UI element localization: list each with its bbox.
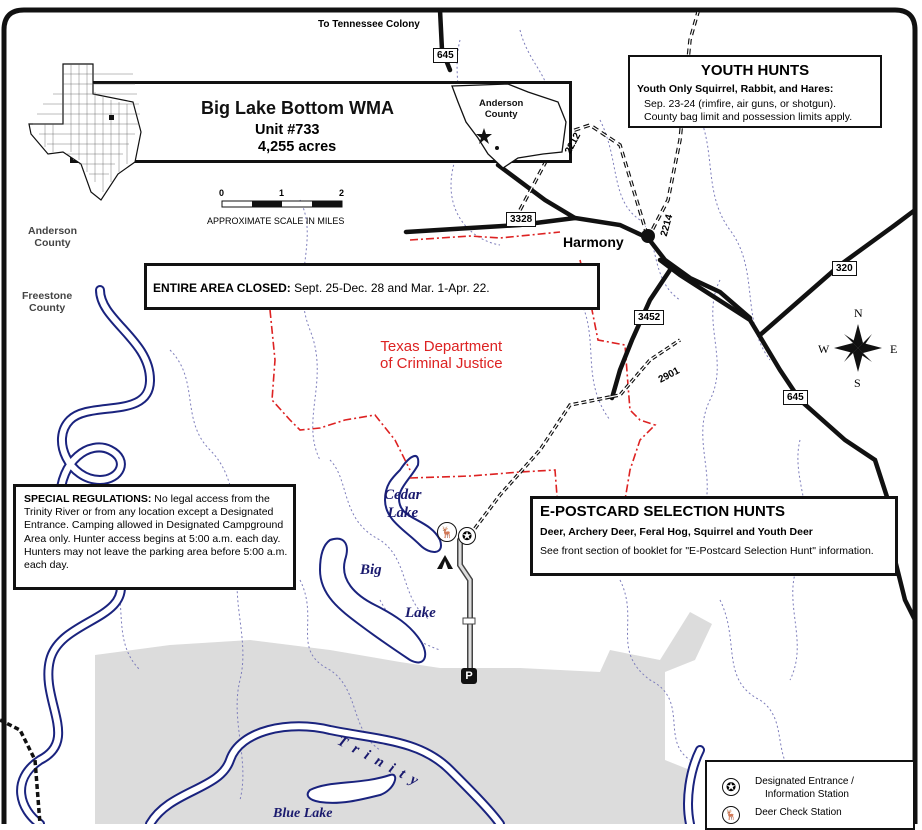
legend-entrance-line1: Designated Entrance / xyxy=(755,776,854,787)
compass-w: W xyxy=(818,342,830,356)
legend-entrance-line2: Information Station xyxy=(765,789,849,800)
deer-icon: 🦌 xyxy=(437,522,457,542)
map-frame xyxy=(1,7,918,824)
harmony-dot xyxy=(641,229,655,243)
legend-deer-icon: 🦌 xyxy=(722,806,740,824)
epostcard-species: Deer, Archery Deer, Feral Hog, Squirrel … xyxy=(540,526,813,538)
youth-hunts-limits: County bag limit and possession limits a… xyxy=(644,111,853,123)
big-lake-label-1: Big xyxy=(360,562,382,578)
road-shield-3452: 3452 xyxy=(634,310,665,325)
scale-label: APPROXIMATE SCALE IN MILES xyxy=(207,216,345,226)
wma-name: Big Lake Bottom WMA xyxy=(201,98,394,118)
road-shield-3328: 3328 xyxy=(506,212,537,227)
epostcard-info: See front section of booklet for "E-Post… xyxy=(540,545,874,557)
road-shield-320: 320 xyxy=(832,261,857,276)
anderson-county-inset xyxy=(451,83,567,169)
tennessee-colony-label: To Tennessee Colony xyxy=(318,19,420,30)
compass-s: S xyxy=(854,376,861,390)
tdcj-boundary xyxy=(269,231,657,501)
access-road xyxy=(457,537,473,675)
compass-e: E xyxy=(890,342,898,356)
special-regulations-text: No legal access from the Trinity River o… xyxy=(24,493,288,572)
special-regulations-box: SPECIAL REGULATIONS: No legal access fro… xyxy=(13,484,296,590)
lakes xyxy=(306,455,442,804)
legend-deer-check: Deer Check Station xyxy=(755,807,842,818)
scale-tick-0: 0 xyxy=(219,188,225,198)
scale-bar xyxy=(221,200,343,208)
closure-dates: Sept. 25-Dec. 28 and Mar. 1-Apr. 22. xyxy=(290,281,490,295)
legend-box: ✪ Designated Entrance / Information Stat… xyxy=(705,760,915,830)
parking-icon: P xyxy=(461,668,477,684)
closure-box: ENTIRE AREA CLOSED: Sept. 25-Dec. 28 and… xyxy=(144,263,600,310)
road-shield-645-right: 645 xyxy=(783,390,808,405)
big-lake-label-2: Lake xyxy=(405,605,436,621)
star-icon: ✪ xyxy=(458,527,476,545)
youth-hunts-heading: YOUTH HUNTS xyxy=(700,62,810,79)
youth-hunts-dates: Sep. 23-24 (rimfire, air guns, or shotgu… xyxy=(644,98,837,110)
youth-hunts-box: YOUTH HUNTS Youth Only Squirrel, Rabbit,… xyxy=(628,55,882,128)
special-regulations-label: SPECIAL REGULATIONS: xyxy=(24,493,152,505)
compass-n: N xyxy=(854,306,863,320)
road-shield-645-top: 645 xyxy=(433,48,458,63)
texas-inset-map xyxy=(28,63,142,201)
gate-marker xyxy=(462,617,476,625)
epostcard-box: E-POSTCARD SELECTION HUNTS Deer, Archery… xyxy=(530,496,898,576)
tent-icon xyxy=(437,555,453,569)
scale-tick-2: 2 xyxy=(339,188,345,198)
youth-hunts-subheading: Youth Only Squirrel, Rabbit, and Hares: xyxy=(637,83,834,95)
epostcard-heading: E-POSTCARD SELECTION HUNTS xyxy=(540,503,786,520)
shaded-area xyxy=(95,612,712,824)
compass-rose xyxy=(834,324,882,372)
trinity-river xyxy=(16,285,705,824)
legend-star-icon: ✪ xyxy=(722,778,740,796)
closure-label: ENTIRE AREA CLOSED: xyxy=(153,281,291,295)
acreage: 4,255 acres xyxy=(258,139,337,155)
harmony-label: Harmony xyxy=(563,234,624,250)
blue-lake-label: Blue Lake xyxy=(273,806,333,821)
unit-number: Unit #733 xyxy=(255,122,320,138)
scale-tick-1: 1 xyxy=(279,188,285,198)
